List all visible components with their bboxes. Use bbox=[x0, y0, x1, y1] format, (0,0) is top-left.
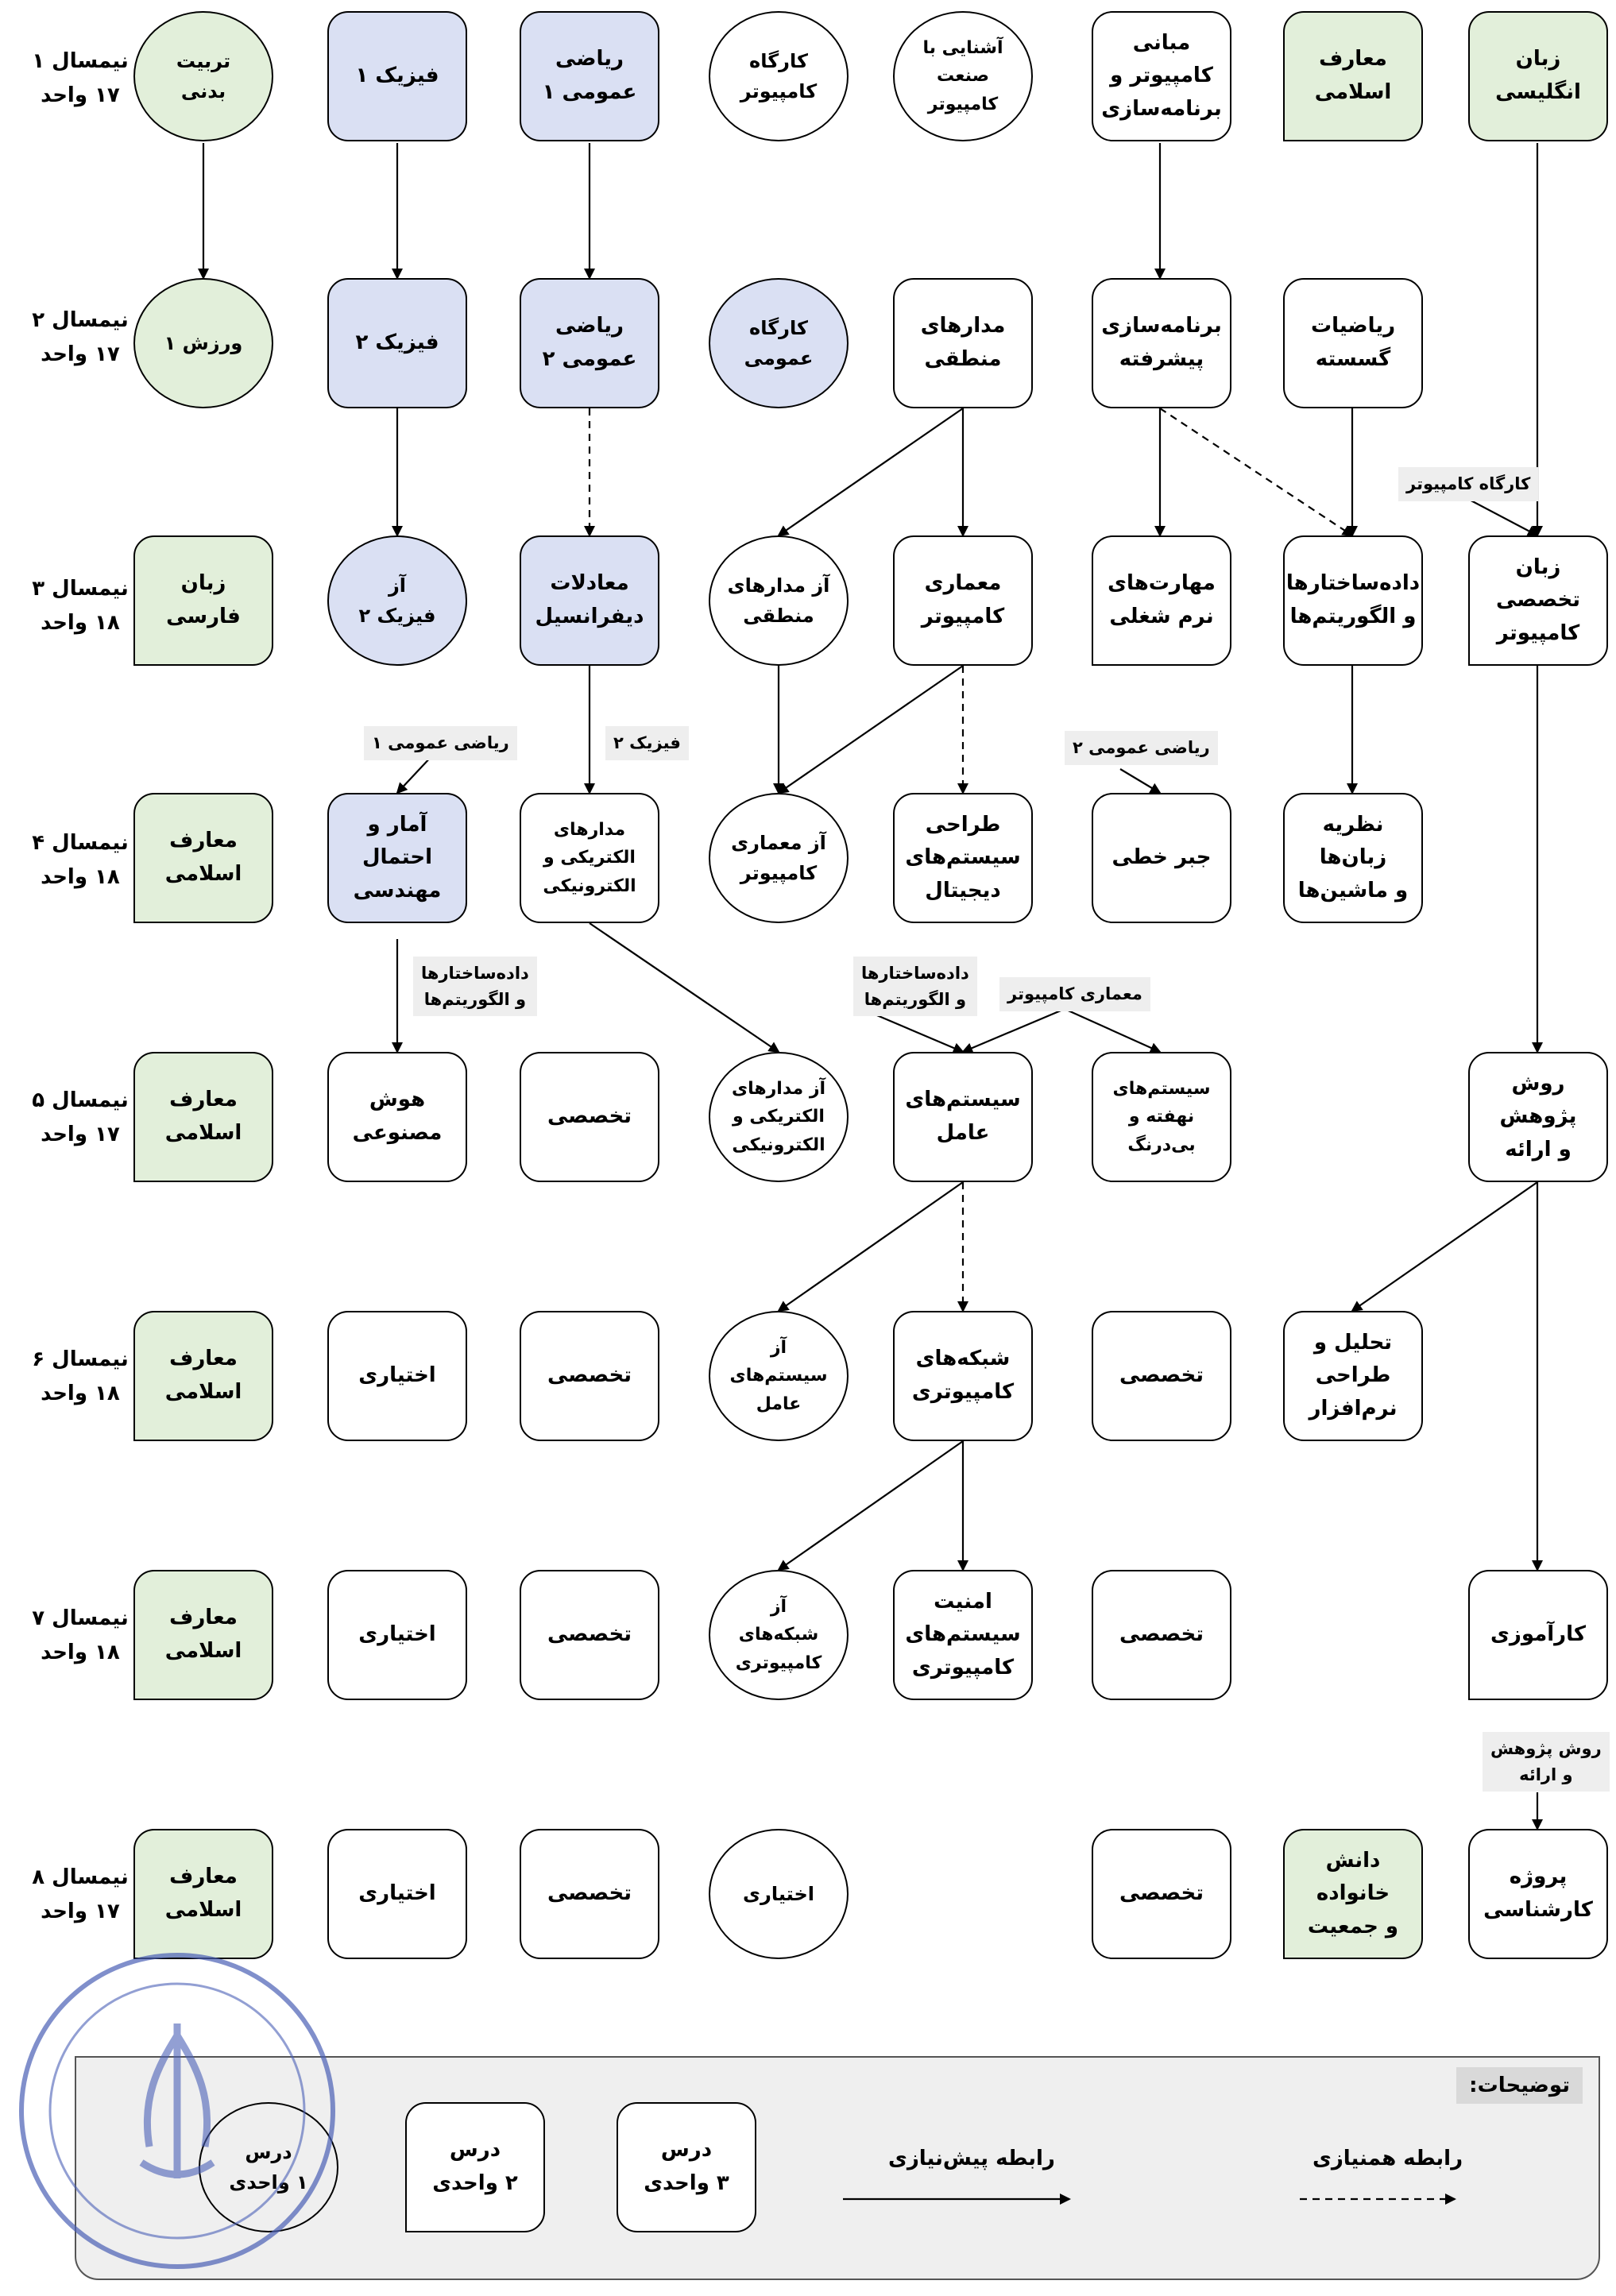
course-family-population[interactable]: دانش خانواده و جمعیت bbox=[1283, 1829, 1423, 1959]
course-islamic-studies[interactable]: معارف اسلامی bbox=[1283, 11, 1423, 141]
course-networks-lab[interactable]: آز شبکه‌های کامپیوتری bbox=[709, 1570, 849, 1700]
course-specialized[interactable]: تخصصی bbox=[520, 1311, 659, 1441]
course-probability-statistics[interactable]: آمار و احتمال مهندسی bbox=[327, 793, 467, 923]
course-specialized[interactable]: تخصصی bbox=[1092, 1570, 1231, 1700]
prereq-note: معماری کامپیوتر bbox=[999, 977, 1150, 1011]
course-computer-architecture[interactable]: معماری کامپیوتر bbox=[893, 535, 1033, 666]
course-persian[interactable]: زبان فارسی bbox=[133, 535, 273, 666]
legend-course-3-unit: درس ۳ واحدی bbox=[617, 2102, 756, 2232]
course-differential-equations[interactable]: معادلات دیفرانسیل bbox=[520, 535, 659, 666]
prereq-note: روش پژوهش و ارائه bbox=[1483, 1732, 1610, 1792]
course-elective[interactable]: اختیاری bbox=[327, 1311, 467, 1441]
arrow-prereq bbox=[589, 922, 780, 1053]
course-sport-1[interactable]: ورزش ۱ bbox=[133, 278, 273, 408]
semester-label-6: نیمسال ۶ ۱۸ واحد bbox=[32, 1347, 129, 1405]
semester-label-5: نیمسال ۵ ۱۷ واحد bbox=[32, 1088, 129, 1146]
prereq-note: کارگاه کامپیوتر bbox=[1398, 467, 1539, 501]
ministry-seal bbox=[19, 1953, 335, 2269]
course-islamic-studies[interactable]: معارف اسلامی bbox=[133, 1311, 273, 1441]
legend: توضیحات: رابطه همنیازی رابطه پیش‌نیازی د… bbox=[75, 2056, 1600, 2280]
course-data-structures[interactable]: داده‌ساختارها و الگوریتم‌ها bbox=[1283, 535, 1423, 666]
course-calculus-1[interactable]: ریاضی عمومی ۱ bbox=[520, 11, 659, 141]
semester-label-1: نیمسال ۱ ۱۷ واحد bbox=[32, 49, 129, 107]
course-artificial-intelligence[interactable]: هوش مصنوعی bbox=[327, 1052, 467, 1182]
arrow-prereq bbox=[1064, 1007, 1162, 1053]
course-technical-english[interactable]: زبان تخصصی کامپیوتر bbox=[1468, 535, 1608, 666]
course-elective[interactable]: اختیاری bbox=[327, 1570, 467, 1700]
course-islamic-studies[interactable]: معارف اسلامی bbox=[133, 793, 273, 923]
course-internship[interactable]: کارآموزی bbox=[1468, 1570, 1608, 1700]
course-elective[interactable]: اختیاری bbox=[327, 1829, 467, 1959]
course-bachelor-project[interactable]: پروژه کارشناسی bbox=[1468, 1829, 1608, 1959]
course-physics-1[interactable]: فیزیک ۱ bbox=[327, 11, 467, 141]
course-physics-2[interactable]: فیزیک ۲ bbox=[327, 278, 467, 408]
course-computer-security[interactable]: امنیت سیستم‌های کامپیوتری bbox=[893, 1570, 1033, 1700]
legend-prereq-label: رابطه پیش‌نیازی bbox=[888, 2147, 1055, 2170]
prereq-note: فیزیک ۲ bbox=[605, 726, 689, 760]
arrow-prereq bbox=[777, 408, 964, 537]
course-elective[interactable]: اختیاری bbox=[709, 1829, 849, 1959]
legend-course-2-unit: درس ۲ واحدی bbox=[405, 2102, 545, 2232]
legend-title: توضیحات: bbox=[1456, 2067, 1583, 2104]
course-digital-design[interactable]: طراحی سیستم‌های دیجیتال bbox=[893, 793, 1033, 923]
arrow-coreq bbox=[1159, 408, 1354, 537]
course-specialized[interactable]: تخصصی bbox=[1092, 1311, 1231, 1441]
legend-arrows bbox=[843, 2194, 1456, 2205]
arrow-prereq bbox=[777, 665, 964, 794]
course-islamic-studies[interactable]: معارف اسلامی bbox=[133, 1570, 273, 1700]
prereq-note: ریاضی عمومی ۱ bbox=[364, 726, 517, 760]
arrow-prereq bbox=[961, 1007, 1065, 1053]
course-software-analysis-design[interactable]: تحلیل و طراحی نرم‌افزار bbox=[1283, 1311, 1423, 1441]
prereq-note: داده‌ساختارها و الگوریتم‌ها bbox=[853, 957, 977, 1017]
course-islamic-studies[interactable]: معارف اسلامی bbox=[133, 1829, 273, 1959]
course-specialized[interactable]: تخصصی bbox=[520, 1829, 659, 1959]
course-linear-algebra[interactable]: جبر خطی bbox=[1092, 793, 1231, 923]
course-electric-circuits[interactable]: مدارهای الکتریکی و الکترونیکی bbox=[520, 793, 659, 923]
legend-coreq-label: رابطه همنیازی bbox=[1313, 2147, 1463, 2170]
course-discrete-math[interactable]: ریاضیات گسسته bbox=[1283, 278, 1423, 408]
course-computer-industry[interactable]: آشنایی با صنعت کامپیوتر bbox=[893, 11, 1033, 141]
semester-label-8: نیمسال ۸ ۱۷ واحد bbox=[32, 1865, 129, 1923]
prereq-note: ریاضی عمومی ۲ bbox=[1065, 731, 1218, 765]
arrow-prereq bbox=[777, 1440, 964, 1571]
course-islamic-studies[interactable]: معارف اسلامی bbox=[133, 1052, 273, 1182]
course-general-workshop[interactable]: کارگاه عمومی bbox=[709, 278, 849, 408]
semester-label-2: نیمسال ۲ ۱۷ واحد bbox=[32, 308, 129, 366]
course-specialized[interactable]: تخصصی bbox=[1092, 1829, 1231, 1959]
course-soft-skills[interactable]: مهارت‌های نرم شغلی bbox=[1092, 535, 1231, 666]
semester-label-3: نیمسال ۳ ۱۸ واحد bbox=[32, 577, 129, 635]
arrow-prereq bbox=[1461, 495, 1539, 536]
course-intro-programming[interactable]: مبانی کامپیوتر و برنامه‌سازی bbox=[1092, 11, 1231, 141]
arrow-prereq bbox=[777, 1181, 964, 1312]
course-english[interactable]: زبان انگلیسی bbox=[1468, 11, 1608, 141]
course-embedded-systems[interactable]: سیستم‌های نهفته و بی‌درنگ bbox=[1092, 1052, 1231, 1182]
course-physical-education[interactable]: تربیت بدنی bbox=[133, 11, 273, 141]
course-advanced-programming[interactable]: برنامه‌سازی پیشرفته bbox=[1092, 278, 1231, 408]
course-architecture-lab[interactable]: آز معماری کامپیوتر bbox=[709, 793, 849, 923]
course-specialized[interactable]: تخصصی bbox=[520, 1570, 659, 1700]
course-logic-circuits[interactable]: مدارهای منطقی bbox=[893, 278, 1033, 408]
course-research-methods[interactable]: روش پژوهش و ارائه bbox=[1468, 1052, 1608, 1182]
course-electric-circuits-lab[interactable]: آز مدارهای الکتریکی و الکترونیکی bbox=[709, 1052, 849, 1182]
arrow-prereq bbox=[1119, 768, 1162, 794]
prereq-note: داده‌ساختارها و الگوریتم‌ها bbox=[413, 957, 537, 1017]
course-physics-2-lab[interactable]: آز فیزیک ۲ bbox=[327, 535, 467, 666]
course-operating-systems[interactable]: سیستم‌های عامل bbox=[893, 1052, 1033, 1182]
course-computer-workshop[interactable]: کارگاه کامپیوتر bbox=[709, 11, 849, 141]
semester-label-4: نیمسال ۴ ۱۸ واحد bbox=[32, 831, 129, 889]
course-automata-theory[interactable]: نظریه زبان‌ها و ماشین‌ها bbox=[1283, 793, 1423, 923]
semester-label-7: نیمسال ۷ ۱۸ واحد bbox=[32, 1606, 129, 1664]
course-os-lab[interactable]: آز سیستم‌های عامل bbox=[709, 1311, 849, 1441]
arrow-prereq bbox=[1351, 1181, 1538, 1312]
course-computer-networks[interactable]: شبکه‌های کامپیوتری bbox=[893, 1311, 1033, 1441]
course-specialized[interactable]: تخصصی bbox=[520, 1052, 659, 1182]
course-calculus-2[interactable]: ریاضی عمومی ۲ bbox=[520, 278, 659, 408]
course-logic-circuits-lab[interactable]: آز مدارهای منطقی bbox=[709, 535, 849, 666]
arrow-prereq bbox=[396, 754, 434, 794]
